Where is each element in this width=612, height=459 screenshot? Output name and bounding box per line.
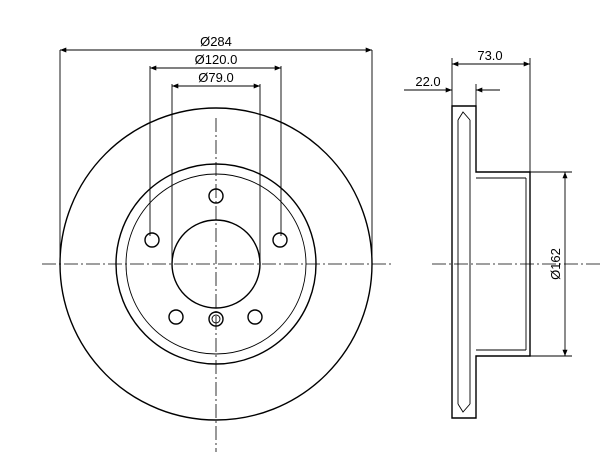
dimension-disc-thickness: 22.0 [404, 74, 500, 106]
locating-hole [208, 311, 224, 327]
locating-hole-inner [211, 314, 221, 324]
hat-inner-edge [125, 173, 307, 355]
front-view: Ø284 Ø120.0 Ø79.0 [42, 34, 392, 452]
vent-slot [457, 111, 471, 121]
bolt-hole [144, 232, 160, 248]
dimension-total-height: 73.0 [451, 48, 531, 172]
hat-outer-edge [115, 163, 317, 365]
bolt-hole [247, 309, 263, 325]
dimension-bolt-circle: Ø120.0 [149, 52, 282, 236]
dim-disc-thickness-label: 22.0 [415, 74, 440, 89]
dim-outer-label: Ø284 [200, 34, 232, 49]
bolt-hole [272, 232, 288, 248]
dim-total-height-label: 73.0 [477, 48, 502, 63]
bolt-hole [168, 309, 184, 325]
vent-slot [457, 403, 471, 413]
dimension-hat-diameter: Ø162 [530, 171, 572, 357]
side-view: 73.0 22.0 Ø162 [404, 48, 600, 419]
dim-center-bore-label: Ø79.0 [198, 70, 233, 85]
dim-bolt-circle-label: Ø120.0 [195, 52, 238, 67]
bolt-holes [144, 188, 288, 327]
dim-hat-diameter-label: Ø162 [548, 248, 563, 280]
bolt-hole [208, 188, 224, 204]
dimension-outer: Ø284 [59, 34, 373, 264]
dimension-center-bore: Ø79.0 [171, 70, 261, 264]
side-profile-outline [451, 105, 531, 419]
